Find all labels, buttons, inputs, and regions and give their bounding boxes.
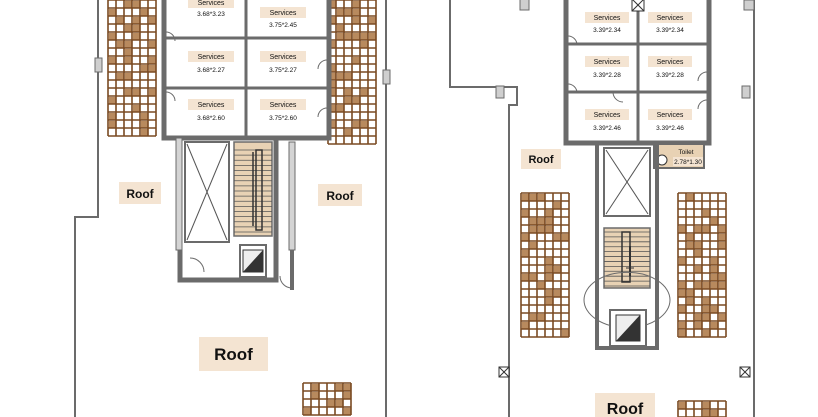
- room-dims: 3.39*2.34: [656, 27, 684, 34]
- room-name: Services: [270, 54, 297, 61]
- left-room-5: Services 3.68*2.60: [188, 99, 234, 122]
- room-name: Services: [270, 10, 297, 17]
- column: [741, 85, 751, 99]
- left-stair-core: [175, 135, 296, 290]
- left-roof-label-1: Roof: [119, 182, 161, 204]
- right-room-2: Services 3.39*2.34: [648, 12, 692, 34]
- column: [495, 85, 505, 99]
- room-name: Services: [594, 59, 621, 66]
- right-room-5: Services 3.39*2.46: [585, 109, 629, 132]
- left-roof-label-3: Roof: [199, 337, 268, 371]
- toilet-name: Toilet: [678, 149, 693, 156]
- room-name: Services: [594, 15, 621, 22]
- left-room-3: Services 3.68*2.27: [188, 51, 234, 74]
- left-room-1: Services 3.68*3.23: [188, 0, 234, 18]
- vent-box: [739, 366, 751, 378]
- room-name: Services: [198, 102, 225, 109]
- room-dims: 3.39*2.28: [656, 72, 684, 79]
- pergola-right-b: [677, 192, 727, 338]
- right-toilet: Toilet 2.78*1.30: [653, 143, 705, 169]
- staircase: [603, 227, 651, 289]
- room-name: Services: [657, 59, 684, 66]
- right-roof-outline: [449, 0, 518, 417]
- right-roof-label-1: Roof: [521, 149, 561, 169]
- right-room-6: Services 3.39*2.46: [648, 109, 692, 132]
- right-room-4: Services 3.39*2.28: [648, 56, 692, 79]
- right-floor-plan: Services 3.39*2.34 Services 3.39*2.34 Se…: [449, 0, 755, 417]
- room-dims: 3.68*2.60: [197, 115, 225, 122]
- pergola-left-a: [107, 0, 157, 137]
- left-room-4: Services 3.75*2.27: [260, 51, 306, 74]
- column: [94, 57, 103, 73]
- roof-text: Roof: [214, 345, 253, 364]
- vent-box: [498, 366, 510, 378]
- room-name: Services: [198, 0, 225, 7]
- room-name: Services: [198, 54, 225, 61]
- pergola-left-b: [327, 0, 377, 145]
- room-dims: 3.75*2.45: [269, 22, 297, 29]
- right-stair-core: [583, 141, 671, 350]
- room-dims: 3.39*2.46: [593, 125, 621, 132]
- pergola-left-c: [302, 382, 352, 416]
- room-name: Services: [270, 102, 297, 109]
- left-roof-label-2: Roof: [318, 184, 362, 206]
- room-dims: 3.75*2.60: [269, 115, 297, 122]
- left-room-2: Services 3.75*2.45: [260, 7, 306, 29]
- right-room-3: Services 3.39*2.28: [585, 56, 629, 79]
- roof-text: Roof: [326, 189, 354, 203]
- room-dims: 3.68*2.27: [197, 67, 225, 74]
- pergola-right-c: [677, 400, 727, 417]
- right-roof-label-2: Roof: [595, 393, 655, 417]
- column: [382, 69, 391, 85]
- roof-text: Roof: [126, 187, 154, 201]
- room-dims: 3.68*3.23: [197, 11, 225, 18]
- left-roof-outline: [74, 0, 99, 417]
- room-name: Services: [657, 112, 684, 119]
- right-room-1: Services 3.39*2.34: [585, 12, 629, 34]
- roof-text: Roof: [528, 154, 553, 166]
- room-dims: 3.39*2.34: [593, 27, 621, 34]
- room-dims: 3.39*2.28: [593, 72, 621, 79]
- right-vent-top: [631, 0, 645, 12]
- room-name: Services: [594, 112, 621, 119]
- left-floor-plan: Services 3.68*3.23 Services 3.75*2.45 Se…: [74, 0, 391, 417]
- room-name: Services: [657, 15, 684, 22]
- room-dims: 3.75*2.27: [269, 67, 297, 74]
- column: [519, 0, 530, 11]
- left-room-6: Services 3.75*2.60: [260, 99, 306, 122]
- toilet-dims: 2.78*1.30: [674, 159, 702, 166]
- column: [743, 0, 755, 11]
- pergola-right-a: [520, 192, 570, 338]
- room-dims: 3.39*2.46: [656, 125, 684, 132]
- roof-text: Roof: [607, 401, 644, 417]
